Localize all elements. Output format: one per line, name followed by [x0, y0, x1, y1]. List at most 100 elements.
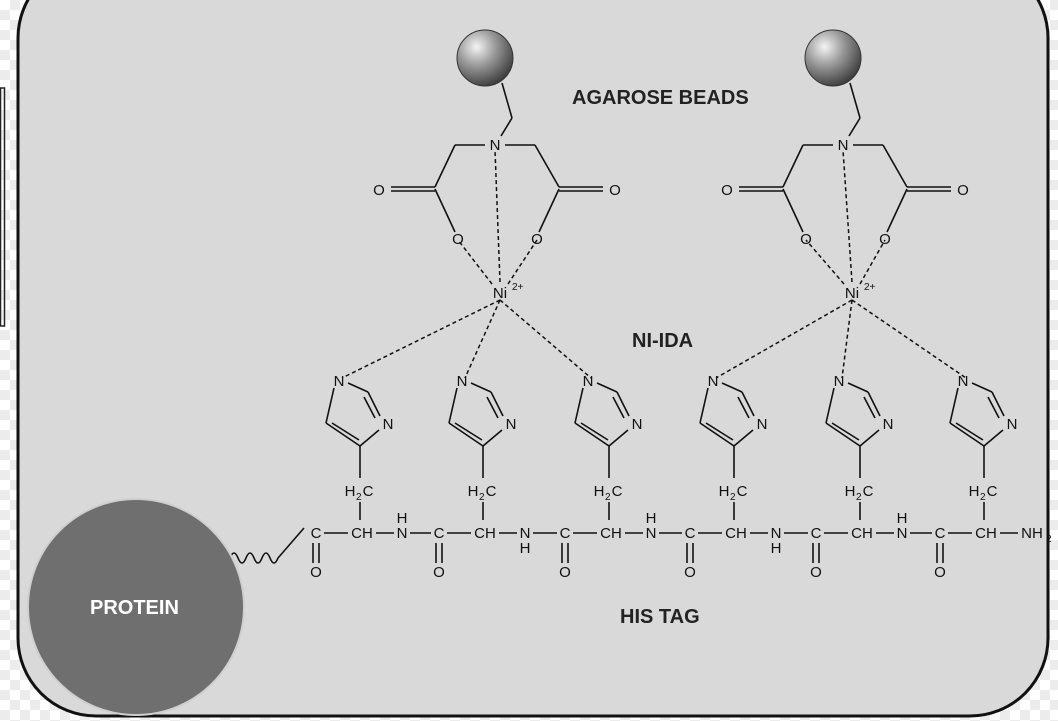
ring-nitrogen: N [506, 416, 517, 433]
left-edge-frame [0, 87, 6, 327]
carbonyl-carbon: C [935, 525, 946, 542]
protein-linker [229, 527, 305, 564]
alpha-carbon: CH [851, 525, 873, 542]
terminal-amine: NH [1021, 525, 1043, 542]
agarose-bead [456, 29, 514, 87]
ring-bond [847, 382, 869, 393]
ring-bond [359, 429, 380, 447]
amide-hydrogen: H [520, 540, 531, 557]
ring-bond [859, 429, 880, 447]
ring-bond [448, 422, 484, 447]
amide-hydrogen: H [771, 540, 782, 557]
methylene-hydrogen: H [468, 483, 479, 500]
ida-arm [882, 144, 908, 188]
ring-nitrogen: N [632, 416, 643, 433]
methylene-subscript: 2 [479, 492, 485, 503]
methylene-hydrogen: H [345, 483, 356, 500]
ring-bond [949, 422, 985, 447]
carbonyl-oxygen: O [957, 182, 969, 199]
ring-bond [612, 396, 625, 419]
amine-nitrogen: N [838, 137, 849, 154]
carboxylate-oxygen: O [800, 231, 812, 248]
ring-bond [574, 422, 610, 447]
ring-bond [363, 396, 376, 419]
carbonyl-oxygen: O [310, 564, 322, 581]
ni-ida-label: NI-IDA [632, 330, 693, 352]
coordination-bond [507, 239, 538, 285]
carbonyl-carbon: C [434, 525, 445, 542]
ring-bond [971, 382, 993, 393]
ring-nitrogen: N [708, 373, 719, 390]
bead-linker [500, 117, 513, 137]
carbonyl-oxygen: O [810, 564, 822, 581]
carboxylate-bond [434, 188, 456, 233]
coordination-bond [457, 239, 493, 285]
carbonyl-carbon: C [685, 525, 696, 542]
amide-hydrogen: H [646, 510, 657, 527]
ring-nitrogen: N [958, 373, 969, 390]
ring-bond [863, 396, 876, 419]
carbonyl-carbon: C [311, 525, 322, 542]
alpha-carbon: CH [725, 525, 747, 542]
carboxylate-bond [782, 188, 804, 233]
amine-nitrogen: N [490, 137, 501, 154]
amide-hydrogen: H [397, 510, 408, 527]
ida-arm [782, 144, 804, 188]
ring-bond [721, 382, 743, 393]
ring-bond [825, 422, 861, 447]
ring-bond [987, 396, 1000, 419]
ring-nitrogen: N [383, 416, 394, 433]
amide-nitrogen: N [771, 525, 782, 542]
carbonyl-oxygen: O [684, 564, 696, 581]
ring-bond [867, 391, 881, 417]
carbonyl-carbon: C [811, 525, 822, 542]
alpha-carbon: CH [600, 525, 622, 542]
coordination-bond [859, 239, 886, 285]
coordination-bond [464, 299, 501, 379]
carbonyl-oxygen: O [721, 182, 733, 199]
alpha-carbon: CH [474, 525, 496, 542]
carboxylate-oxygen: O [879, 231, 891, 248]
ring-bond [325, 422, 361, 447]
bead-linker [849, 82, 861, 119]
methylene-subscript: 2 [730, 492, 736, 503]
diagram-panel [16, 0, 1050, 718]
ring-bond [574, 387, 584, 424]
ring-bond [699, 422, 735, 447]
methylene-hydrogen: H [845, 483, 856, 500]
ida-arm [434, 144, 456, 188]
methylene-carbon: C [737, 483, 748, 500]
ring-nitrogen: N [457, 373, 468, 390]
coordination-bond [841, 299, 853, 379]
ida-arm [534, 144, 560, 188]
ring-nitrogen: N [834, 373, 845, 390]
nickel-ion: Ni [493, 285, 507, 302]
bead-linker [848, 117, 861, 137]
agarose-beads-label: AGAROSE BEADS [572, 87, 749, 109]
ring-bond [580, 422, 609, 441]
ring-bond [596, 382, 618, 393]
ring-bond [454, 422, 483, 441]
carboxylate-oxygen: O [452, 231, 464, 248]
nickel-charge: 2+ [512, 282, 524, 293]
ring-bond [705, 422, 734, 441]
ring-bond [991, 391, 1005, 417]
ring-bond [733, 429, 754, 447]
methylene-carbon: C [363, 483, 374, 500]
his-tag-label: HIS TAG [620, 606, 700, 628]
methylene-carbon: C [863, 483, 874, 500]
coordination-bonds [341, 149, 967, 379]
ring-bond [331, 422, 360, 441]
protein-ball [27, 498, 245, 716]
ring-bond [608, 429, 629, 447]
ring-bond [699, 387, 709, 424]
